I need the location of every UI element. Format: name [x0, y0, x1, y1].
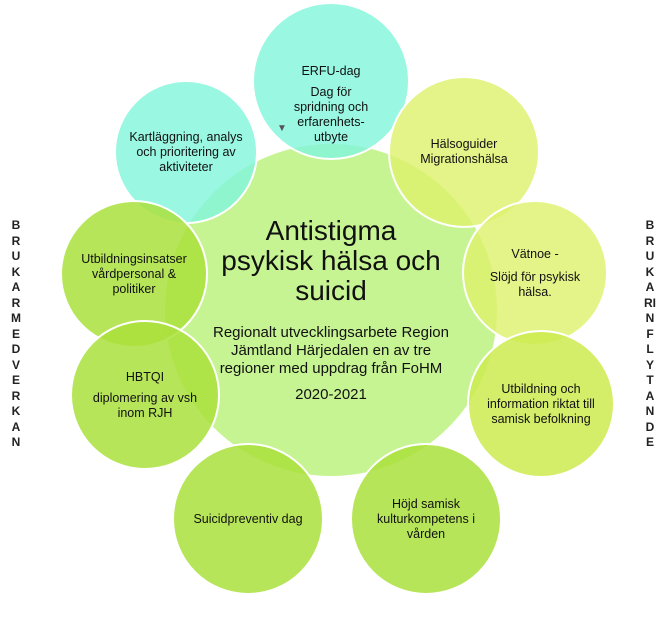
- node-hojd-samisk: Höjd samisk kulturkompetens i vården: [350, 443, 502, 595]
- node-label: Kartläggning, analys och prioritering av…: [129, 129, 243, 174]
- node-label: Hälsoguider Migrationshälsa: [420, 137, 508, 166]
- node-vatnoe: Vätnoe - Slöjd för psykisk hälsa.: [462, 200, 608, 346]
- hbtqi-text: diplomering av vsh inom RJH: [92, 390, 198, 420]
- node-label: Utbildningsinsatser vårdpersonal & polit…: [81, 251, 187, 296]
- erfu-title: ERFU-dag: [301, 64, 361, 78]
- center-subtitle: Regionalt utvecklingsarbete Region Jämtl…: [213, 324, 449, 377]
- node-hbtqi: HBTQI diplomering av vsh inom RJH: [70, 320, 220, 470]
- node-label: Suicidpreventiv dag: [193, 511, 303, 526]
- node-erfu: ERFU-dag Dag för spridning och erfarenhe…: [252, 2, 410, 160]
- center-years: 2020-2021: [295, 386, 367, 403]
- hbtqi-title: HBTQI: [125, 369, 165, 384]
- erfu-text: Dag för spridning och erfarenhets-utbyte: [293, 85, 369, 144]
- center-title: Antistigma psykisk hälsa och suicid: [221, 215, 441, 306]
- vatnoe-text: Slöjd för psykisk hälsa.: [489, 269, 581, 299]
- node-suicidpreventiv: Suicidpreventiv dag: [172, 443, 324, 595]
- node-label: Utbildning och information riktat till s…: [487, 381, 595, 426]
- triangle-marker-icon: ▼: [277, 123, 287, 134]
- side-label-right: BRUKARINFLYTANDE: [644, 218, 656, 449]
- node-utbildning-samisk: Utbildning och information riktat till s…: [467, 330, 615, 478]
- side-label-left: BRUKARMEDVERKAN: [11, 218, 21, 449]
- vatnoe-title: Vätnoe -: [511, 246, 559, 261]
- node-label: Höjd samisk kulturkompetens i vården: [377, 496, 475, 541]
- node-kartlaggning: Kartläggning, analys och prioritering av…: [114, 80, 258, 224]
